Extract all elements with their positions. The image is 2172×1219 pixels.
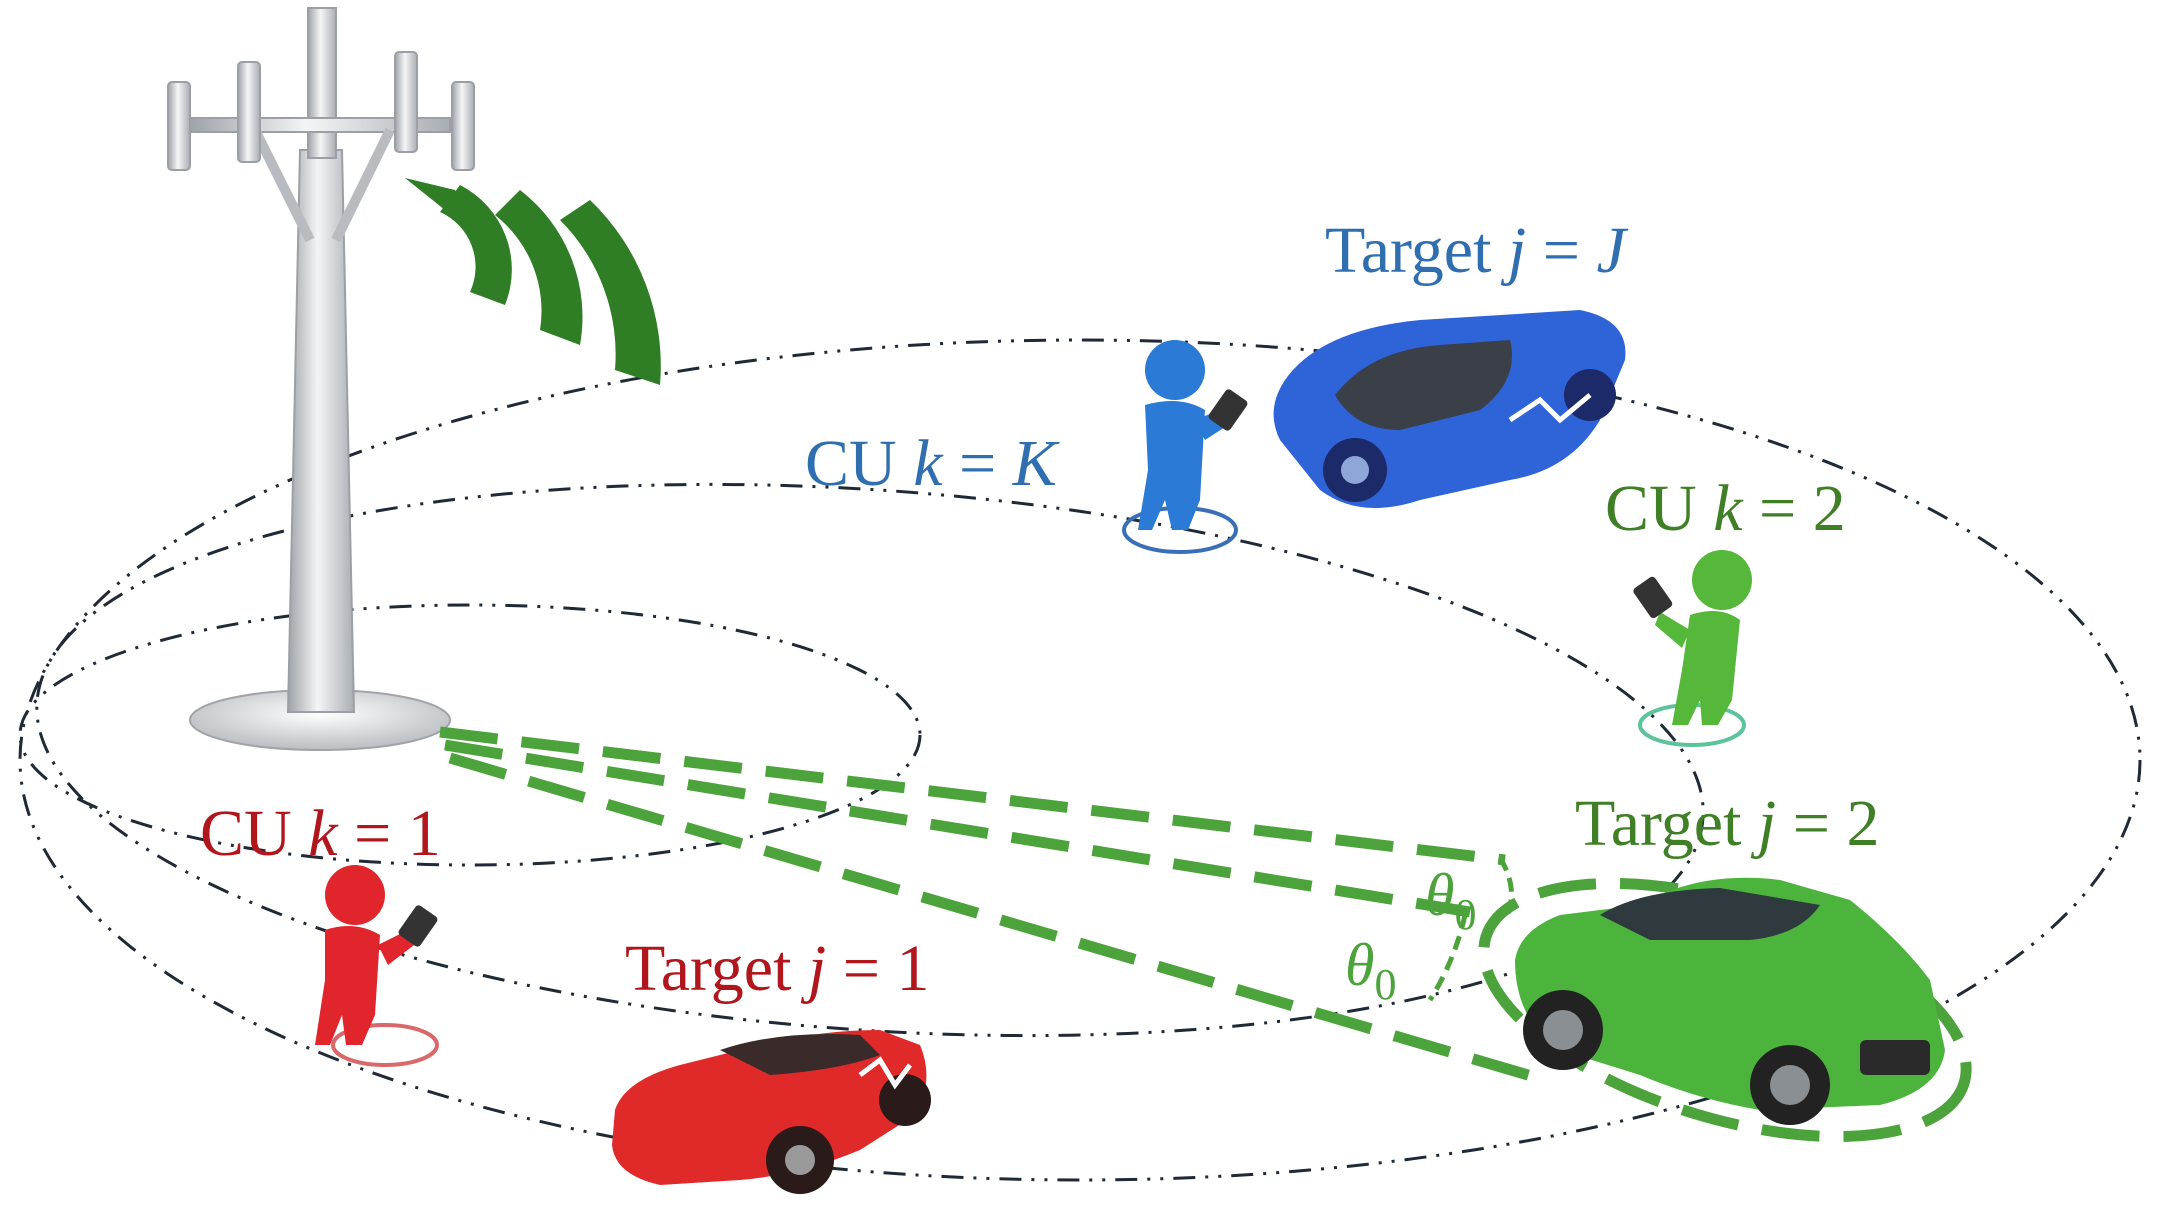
- label-cu-1: CU k = 1: [200, 797, 441, 870]
- car-icon: [1515, 877, 1945, 1125]
- label-target-2: Target j = 2: [1575, 787, 1880, 860]
- label-target-J: Target j = J: [1325, 214, 1629, 287]
- label-cu-K: CU k = K: [805, 427, 1060, 500]
- label-theta-lower: θ0: [1345, 932, 1396, 1009]
- label-cu-2: CU k = 2: [1605, 472, 1846, 545]
- orbit-inner: [18, 603, 922, 867]
- person-phone-icon: [1122, 340, 1248, 554]
- signal-waves-icon: [405, 178, 661, 385]
- car-icon: [612, 1030, 931, 1194]
- beam-upper: [439, 726, 1506, 866]
- car-icon: [1273, 310, 1626, 508]
- coverage-orbits: [18, 338, 2142, 1182]
- orbit-outer: [18, 338, 2142, 1182]
- theta-arc-upper: [1497, 856, 1514, 922]
- base-station-tower-icon: [167, 7, 475, 751]
- label-target-1: Target j = 1: [625, 932, 930, 1005]
- person-phone-icon: [315, 865, 439, 1067]
- person-phone-icon: [1633, 550, 1752, 747]
- theta-arc-lower: [1427, 914, 1468, 1002]
- label-theta-upper: θ0: [1425, 862, 1476, 939]
- orbit-middle: [35, 482, 1705, 1038]
- beam-middle: [444, 739, 1471, 918]
- beam-lower: [448, 752, 1547, 1086]
